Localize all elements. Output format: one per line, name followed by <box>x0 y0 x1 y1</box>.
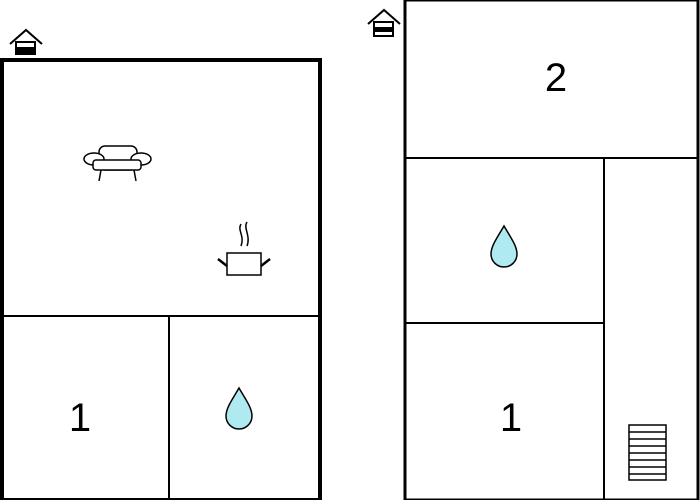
bedroom-label-left: 1 <box>69 396 91 440</box>
bedroom-label-top: 2 <box>545 56 567 100</box>
floor-right-outline <box>403 0 700 500</box>
stairs-icon <box>628 424 667 481</box>
water-drop-icon-right <box>490 224 518 268</box>
floor-right: 2 1 <box>367 0 700 500</box>
sofa-icon <box>83 145 152 182</box>
cooking-pot-icon <box>217 221 271 276</box>
floor-left-outline <box>0 58 322 500</box>
bedroom-label-bottom: 1 <box>500 396 522 440</box>
entrance-icon-right <box>367 8 401 37</box>
entrance-icon-left <box>9 28 43 55</box>
floor-left: 1 <box>0 28 322 500</box>
water-drop-icon-left <box>225 386 253 430</box>
